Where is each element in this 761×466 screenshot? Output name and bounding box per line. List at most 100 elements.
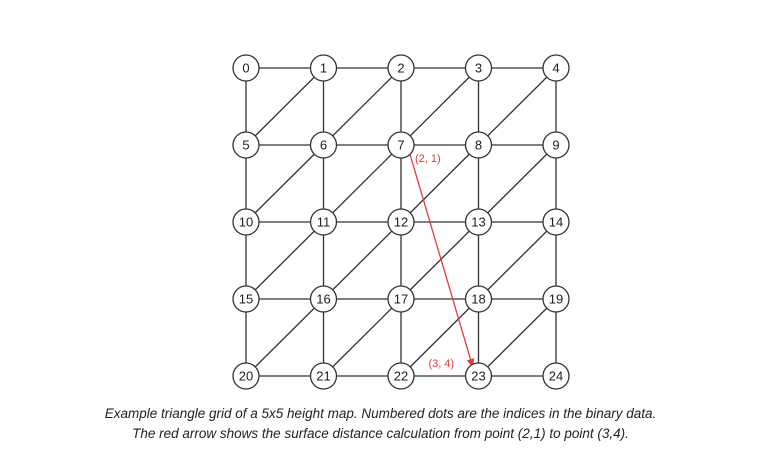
grid-node-circle <box>387 208 415 236</box>
grid-edge-diagonal <box>323 144 402 223</box>
grid-node-circle <box>542 208 570 236</box>
grid-edge-diagonal <box>245 67 324 146</box>
grid-node-label: 21 <box>316 369 330 384</box>
grid-edge-diagonal <box>400 298 479 377</box>
grid-node-label: 7 <box>397 138 404 153</box>
grid-node-circle <box>309 54 338 82</box>
grid-node-17: 17 <box>387 285 415 313</box>
grid-edge-diagonal <box>323 221 402 300</box>
grid-node-label: 20 <box>239 369 253 384</box>
grid-node-23: 23 <box>464 362 493 390</box>
arrow-start-label: (2, 1) <box>415 153 441 165</box>
grid-node-9: 9 <box>542 131 570 159</box>
grid-node-circle <box>542 285 570 313</box>
grid-node-8: 8 <box>464 131 493 159</box>
grid-node-18: 18 <box>464 285 493 313</box>
grid-node-label: 22 <box>394 369 408 384</box>
grid-node-circle <box>464 362 493 390</box>
grid-node-21: 21 <box>309 362 338 390</box>
grid-edge-diagonal <box>478 221 557 300</box>
grid-edge-diagonal <box>478 298 557 377</box>
grid-node-24: 24 <box>542 362 570 390</box>
caption-line-2: The red arrow shows the surface distance… <box>132 426 629 441</box>
grid-node-1: 1 <box>309 54 338 82</box>
grid-node-circle <box>309 285 338 313</box>
grid-node-circle <box>232 54 260 82</box>
grid-node-5: 5 <box>232 131 260 159</box>
grid-node-label: 8 <box>475 138 482 153</box>
grid-node-label: 0 <box>242 61 249 76</box>
grid-node-circle <box>464 131 493 159</box>
grid-node-label: 16 <box>316 292 330 307</box>
grid-edge-diagonal <box>323 298 402 377</box>
grid-node-label: 13 <box>471 215 485 230</box>
grid-node-label: 19 <box>549 292 563 307</box>
grid-node-16: 16 <box>309 285 338 313</box>
grid-node-label: 9 <box>552 138 559 153</box>
grid-node-circle <box>464 208 493 236</box>
grid-node-circle <box>387 362 415 390</box>
grid-node-circle <box>309 208 338 236</box>
grid-node-19: 19 <box>542 285 570 313</box>
grid-node-circle <box>387 131 415 159</box>
grid-node-label: 24 <box>549 369 563 384</box>
grid-node-label: 14 <box>549 215 563 230</box>
grid-edge-diagonal <box>245 144 324 223</box>
grid-node-label: 18 <box>471 292 485 307</box>
grid-node-13: 13 <box>464 208 493 236</box>
grid-node-12: 12 <box>387 208 415 236</box>
figure-caption: Example triangle grid of a 5x5 height ma… <box>0 404 761 444</box>
grid-node-label: 1 <box>320 61 327 76</box>
grid-edge-diagonal <box>478 67 557 146</box>
grid-node-circle <box>464 285 493 313</box>
arrow-labels: (2, 1) (3, 4) <box>415 153 454 370</box>
grid-node-label: 17 <box>394 292 408 307</box>
grid-node-label: 10 <box>239 215 253 230</box>
grid-node-label: 15 <box>239 292 253 307</box>
distance-arrow <box>408 150 475 367</box>
grid-node-2: 2 <box>387 54 415 82</box>
grid-node-circle <box>542 54 570 82</box>
grid-edge-diagonal <box>400 67 479 146</box>
grid-node-10: 10 <box>232 208 260 236</box>
grid-node-15: 15 <box>232 285 260 313</box>
grid-node-22: 22 <box>387 362 415 390</box>
grid-edge-diagonal <box>323 67 402 146</box>
grid-node-circle <box>387 54 415 82</box>
grid-node-4: 4 <box>542 54 570 82</box>
grid-node-7: 7 <box>387 131 415 159</box>
grid-node-circle <box>387 285 415 313</box>
grid-node-label: 12 <box>394 215 408 230</box>
grid-node-circle <box>309 362 338 390</box>
grid-node-label: 5 <box>242 138 249 153</box>
grid-node-20: 20 <box>232 362 260 390</box>
grid-node-circle <box>232 285 260 313</box>
grid-node-0: 0 <box>232 54 260 82</box>
grid-node-3: 3 <box>464 54 493 82</box>
grid-node-label: 6 <box>320 138 327 153</box>
grid-node-circle <box>309 131 338 159</box>
grid-node-11: 11 <box>309 208 338 236</box>
grid-node-6: 6 <box>309 131 338 159</box>
grid-node-circle <box>542 131 570 159</box>
grid-node-label: 23 <box>471 369 485 384</box>
grid-node-circle <box>232 208 260 236</box>
grid-node-label: 3 <box>475 61 482 76</box>
distance-arrow-group <box>408 150 475 367</box>
grid-edge-diagonal <box>400 221 479 300</box>
grid-node-circle <box>232 362 260 390</box>
arrow-end-label: (3, 4) <box>429 358 455 370</box>
grid-edge-diagonal <box>245 298 324 377</box>
grid-node-label: 4 <box>552 61 559 76</box>
grid-node-label: 11 <box>317 215 331 230</box>
grid-node-circle <box>542 362 570 390</box>
grid-edge-diagonal <box>245 221 324 300</box>
grid-edge-diagonal <box>400 144 479 223</box>
grid-node-label: 2 <box>397 61 404 76</box>
grid-edge-diagonal <box>478 144 557 223</box>
grid-node-circle <box>232 131 260 159</box>
grid-node-circle <box>464 54 493 82</box>
grid-node-14: 14 <box>542 208 570 236</box>
